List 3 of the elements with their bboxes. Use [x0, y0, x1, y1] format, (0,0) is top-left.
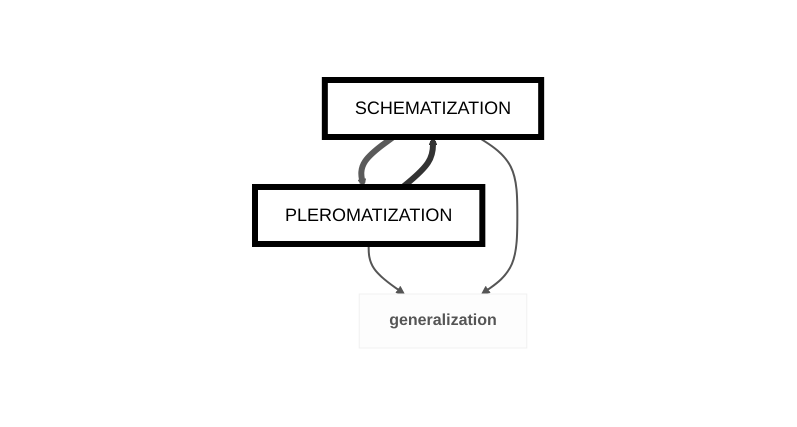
node-box: PLEROMATIZATION	[252, 184, 486, 246]
node-box: generalization	[359, 293, 528, 348]
node-box: SCHEMATIZATION	[322, 76, 545, 140]
